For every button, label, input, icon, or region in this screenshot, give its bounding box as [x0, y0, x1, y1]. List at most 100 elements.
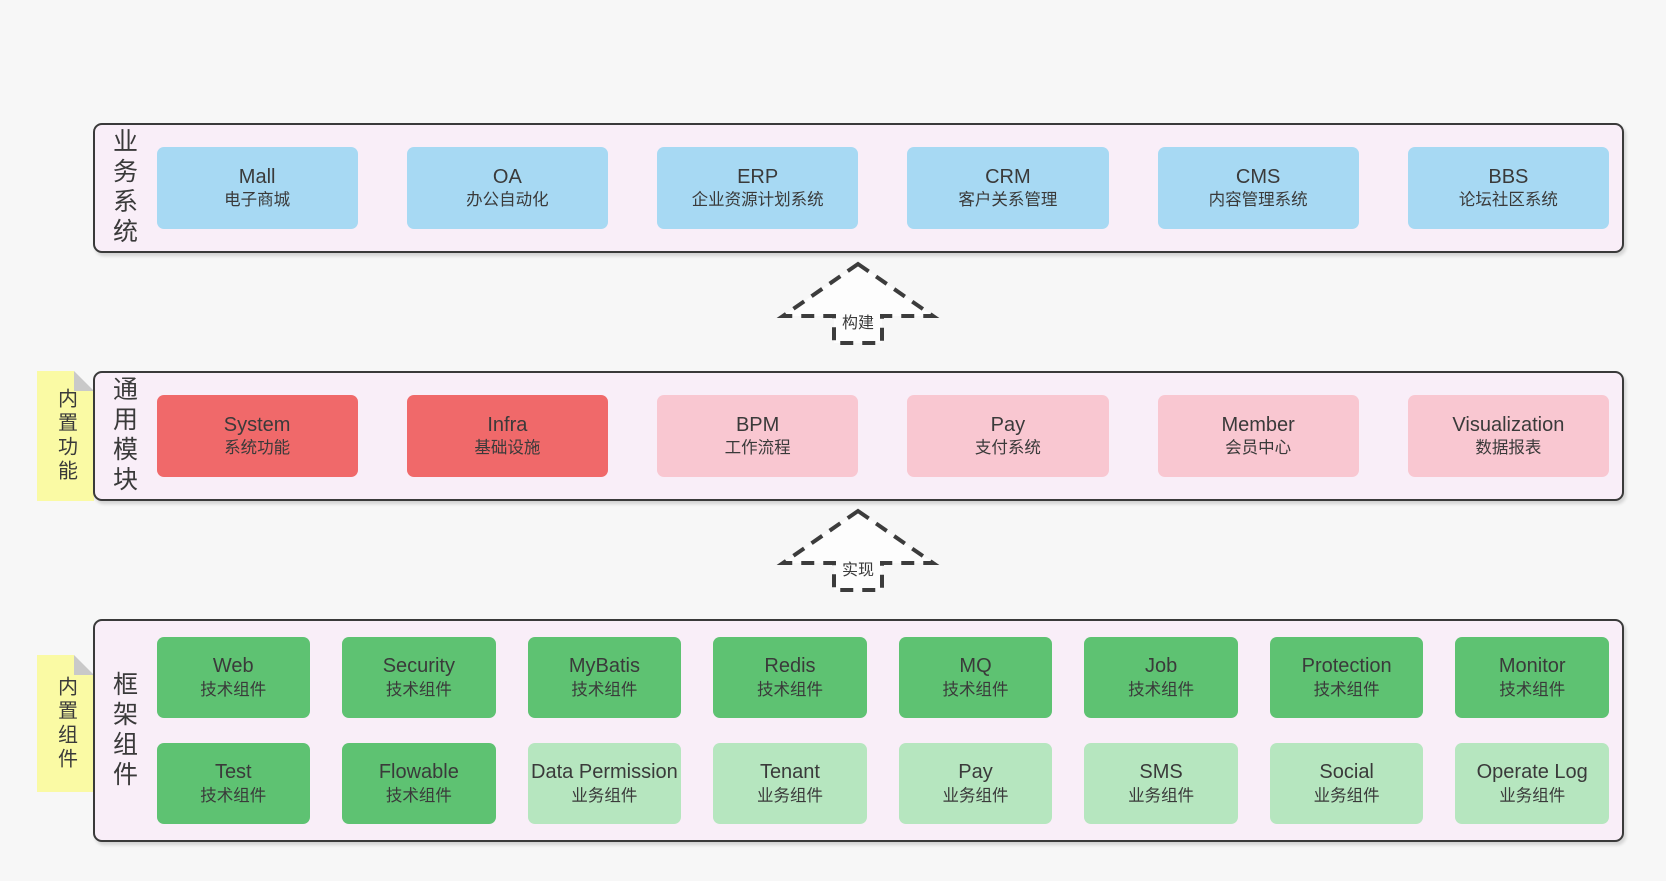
box-title: ERP	[737, 165, 779, 188]
box-title: BBS	[1488, 165, 1529, 188]
box-social: Social 业务组件	[1269, 743, 1424, 824]
box-title: MyBatis	[568, 655, 640, 678]
layer-framework-components: 框架组件 Web 技术组件 Security 技术组件 MyBatis 技术组件 Redis…	[93, 619, 1624, 842]
layer-label: 框架组件	[109, 670, 138, 791]
tag-label: 内置功能	[54, 388, 77, 484]
box-subtitle: 基础设施	[474, 439, 541, 458]
box-protection: Protection 技术组件	[1269, 637, 1424, 718]
box-title: BPM	[735, 413, 780, 436]
box-security: Security 技术组件	[342, 637, 496, 718]
tag-label: 内置组件	[54, 675, 77, 772]
box-subtitle: 技术组件	[942, 680, 1009, 699]
box-visualization: Visualization 数据报表	[1407, 395, 1609, 477]
box-title: Data Permission	[531, 761, 678, 784]
layer-business-systems: 业务系统 Mall 电子商城 OA 办公自动化 ERP 企业资源计划系统 CRM 客户关系管理…	[93, 123, 1624, 253]
box-subtitle: 业务组件	[756, 786, 823, 805]
box-title: Monitor	[1498, 655, 1566, 678]
layer-label: 业务系统	[109, 128, 138, 248]
box-subtitle: 支付系统	[974, 439, 1041, 458]
box-data-permission: Data Permission 业务组件	[527, 743, 682, 824]
box-title: Job	[1144, 655, 1178, 678]
arrow-label: 实现	[841, 562, 875, 579]
box-subtitle: 数据报表	[1475, 439, 1542, 458]
box-subtitle: 业务组件	[1313, 786, 1380, 805]
box-subtitle: 技术组件	[1128, 680, 1195, 699]
tag-built-in-components: 内置组件	[37, 655, 94, 792]
box-title: Tenant	[759, 761, 820, 784]
box-subtitle: 业务组件	[1499, 786, 1566, 805]
box-title: CMS	[1235, 165, 1281, 188]
box-operate-log: Operate Log 业务组件	[1455, 743, 1609, 824]
box-title: System	[223, 413, 291, 436]
box-cms: CMS 内容管理系统	[1157, 147, 1359, 229]
box-infra: Infra 基础设施	[406, 395, 608, 477]
box-title: Web	[212, 655, 254, 678]
box-title: Test	[214, 761, 252, 784]
box-monitor: Monitor 技术组件	[1455, 637, 1609, 718]
box-title: SMS	[1139, 761, 1183, 784]
box-subtitle: 电子商城	[224, 191, 291, 210]
box-subtitle: 技术组件	[756, 680, 823, 699]
box-subtitle: 会员中心	[1225, 439, 1292, 458]
box-subtitle: 企业资源计划系统	[691, 191, 824, 210]
box-subtitle: 技术组件	[385, 680, 452, 699]
box-title: Visualization	[1452, 413, 1565, 436]
box-subtitle: 办公自动化	[466, 191, 549, 210]
box-title: CRM	[985, 165, 1031, 188]
box-title: Security	[382, 655, 455, 678]
box-member: Member 会员中心	[1157, 395, 1359, 477]
box-title: Operate Log	[1476, 761, 1588, 784]
box-test: Test 技术组件	[156, 743, 311, 824]
box-oa: OA 办公自动化	[406, 147, 608, 229]
arrow-build: 构建	[773, 259, 943, 347]
box-title: OA	[492, 165, 522, 188]
box-subtitle: 业务组件	[571, 786, 638, 805]
box-title: Mall	[238, 165, 276, 188]
layer-label: 通用模块	[109, 376, 138, 496]
box-title: Pay	[990, 413, 1026, 436]
box-bbs: BBS 论坛社区系统	[1407, 147, 1609, 229]
layer-boxes: Mall 电子商城 OA 办公自动化 ERP 企业资源计划系统 CRM 客户关系管理 CMS 内容…	[156, 147, 1609, 229]
box-subtitle: 技术组件	[571, 680, 638, 699]
box-subtitle: 技术组件	[1499, 680, 1566, 699]
arrow-implement: 实现	[773, 506, 943, 594]
box-title: Member	[1221, 413, 1295, 436]
up-arrow-icon	[776, 261, 940, 345]
box-mall: Mall 电子商城	[156, 147, 358, 229]
box-tenant: Tenant 业务组件	[713, 743, 867, 824]
box-title: Protection	[1301, 655, 1392, 678]
box-job: Job 技术组件	[1084, 637, 1238, 718]
box-web: Web 技术组件	[156, 637, 311, 718]
box-flowable: Flowable 技术组件	[342, 743, 496, 824]
box-crm: CRM 客户关系管理	[907, 147, 1109, 229]
box-subtitle: 技术组件	[385, 786, 452, 805]
box-title: Infra	[487, 413, 528, 436]
box-mybatis: MyBatis 技术组件	[527, 637, 682, 718]
box-erp: ERP 企业资源计划系统	[657, 147, 859, 229]
box-subtitle: 技术组件	[200, 680, 267, 699]
box-subtitle: 论坛社区系统	[1458, 191, 1558, 210]
box-subtitle: 内容管理系统	[1208, 191, 1308, 210]
box-subtitle: 客户关系管理	[958, 191, 1058, 210]
box-title: Redis	[764, 655, 816, 678]
box-subtitle: 技术组件	[1313, 680, 1380, 699]
box-sms: SMS 业务组件	[1084, 743, 1238, 824]
box-subtitle: 业务组件	[942, 786, 1009, 805]
arrow-label: 构建	[841, 315, 875, 332]
box-subtitle: 业务组件	[1128, 786, 1195, 805]
box-title: Flowable	[378, 761, 459, 784]
box-title: Social	[1319, 761, 1374, 784]
box-subtitle: 技术组件	[200, 786, 267, 805]
up-arrow-icon	[776, 508, 940, 592]
